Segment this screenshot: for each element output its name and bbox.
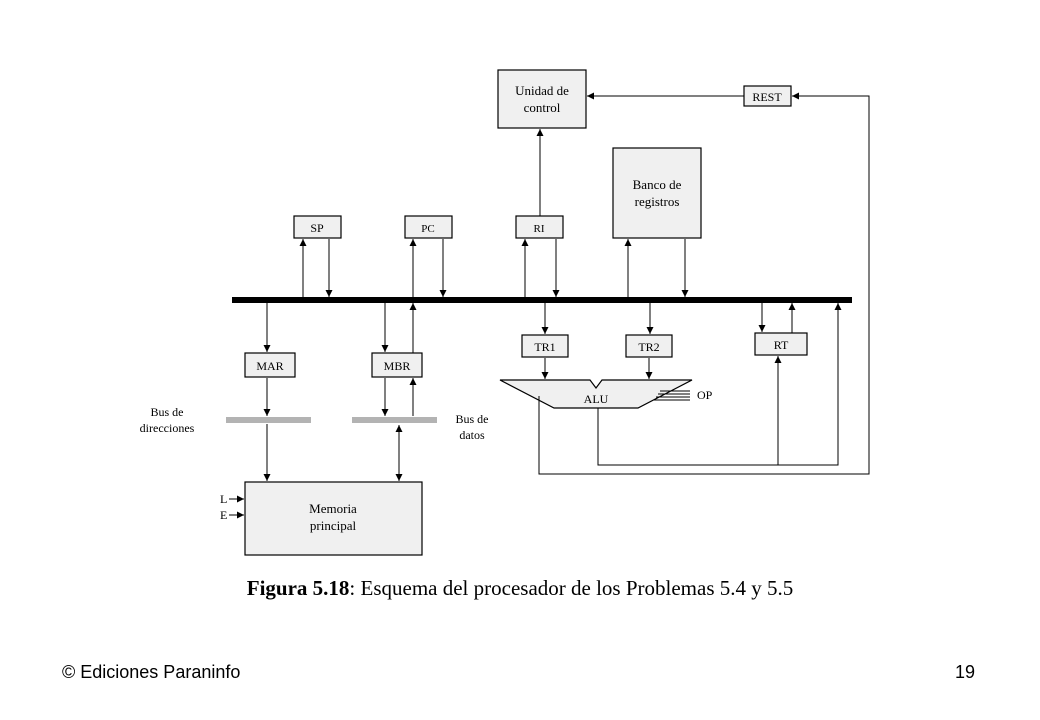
address-bus-label-1: Bus de: [151, 405, 184, 419]
alu: ALU: [499, 379, 693, 409]
write-signal-label: E: [220, 508, 227, 522]
publisher-footer: © Ediciones Paraninfo: [62, 662, 241, 682]
sp-label: SP: [310, 221, 324, 235]
op-signals: OP: [654, 388, 713, 402]
read-signal-label: L: [220, 492, 227, 506]
register-bank-label-1: Banco de: [633, 177, 682, 192]
alu-status-path: [538, 92, 870, 475]
ri-register: RI: [515, 215, 564, 239]
data-bus-label-1: Bus de: [456, 412, 489, 426]
address-bus-label-2: direcciones: [140, 421, 195, 435]
figure-label: Figura 5.18: [246, 576, 350, 600]
memory-label-2: principal: [310, 518, 357, 533]
control-unit-label-1: Unidad de: [515, 83, 569, 98]
tr2-label: TR2: [638, 340, 659, 354]
register-bank-label-2: registros: [635, 194, 680, 209]
pc-label: PC: [421, 223, 434, 235]
pc-register: PC: [404, 215, 453, 239]
alu-label: ALU: [584, 392, 609, 406]
register-bank: Banco de registros: [612, 147, 702, 239]
mbr-label: MBR: [384, 359, 411, 373]
ri-label: RI: [534, 223, 545, 235]
memory-label-1: Memoria: [309, 501, 357, 516]
figure-caption-text: : Esquema del procesador de los Problema…: [349, 576, 794, 600]
rt-register: RT: [754, 332, 808, 356]
sp-register: SP: [293, 215, 342, 239]
rt-label: RT: [774, 338, 789, 352]
mar-register: MAR: [244, 352, 296, 378]
mar-label: MAR: [256, 359, 283, 373]
mbr-register: MBR: [371, 352, 423, 378]
address-bus-bar: [226, 417, 311, 423]
rest-label: REST: [752, 90, 782, 104]
page-number: 19: [955, 662, 976, 682]
tr1-register: TR1: [521, 334, 569, 358]
figure-caption: Figura 5.18: Esquema del procesador de l…: [0, 576, 1040, 601]
data-bus-label-2: datos: [459, 428, 485, 442]
rest-register: REST: [743, 85, 792, 107]
alu-result-path: [597, 303, 842, 466]
main-memory: Memoria principal: [244, 481, 423, 556]
control-unit-label-2: control: [524, 100, 561, 115]
control-unit: Unidad de control: [497, 69, 587, 129]
tr1-label: TR1: [534, 340, 555, 354]
tr2-register: TR2: [625, 334, 673, 358]
op-label: OP: [697, 388, 713, 402]
data-bus-bar: [352, 417, 437, 423]
